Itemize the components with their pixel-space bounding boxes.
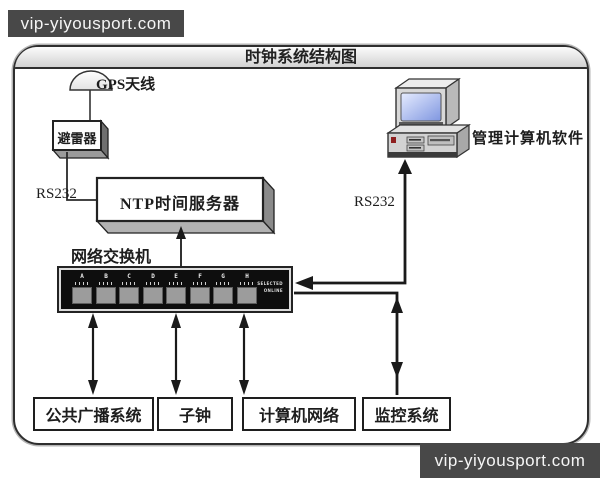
management-pc-label: 管理计算机软件 (472, 131, 585, 147)
port-jack (72, 287, 92, 304)
switch-to-subclock-arrow (171, 313, 181, 395)
ntp-server-label: NTP时间服务器 (119, 196, 240, 213)
diagram-title: 时钟系统结构图 (244, 49, 357, 66)
switch-panel-text-online: ONLINE (263, 288, 283, 293)
port-letter: E (174, 273, 178, 280)
arrester-to-ntp-line (66, 152, 96, 201)
rs232-left-label: RS232 (36, 186, 77, 202)
port-jack (143, 287, 163, 304)
switch-port-b: B (95, 270, 117, 309)
port-letter: B (104, 273, 108, 280)
gps-antenna-icon (69, 70, 113, 121)
switch-to-network-arrow (239, 313, 249, 395)
switch-port-c: C (118, 270, 140, 309)
port-jack (190, 287, 210, 304)
computer-network-box: 计算机网络 (242, 397, 356, 431)
gps-antenna-label: GPS天线 (96, 77, 156, 93)
diagram-title-bar: 时钟系统结构图 (15, 47, 587, 69)
pc-to-switch-arrow (295, 159, 412, 290)
port-indicator-marks (169, 282, 183, 285)
port-letter: A (80, 273, 84, 280)
switch-to-broadcast-arrow (88, 313, 98, 395)
port-letter: D (151, 273, 155, 280)
switch-port-e: E (165, 270, 187, 309)
port-letter: H (245, 273, 249, 280)
port-jack (96, 287, 116, 304)
monitoring-system-box: 监控系统 (362, 397, 451, 431)
port-indicator-marks (122, 282, 136, 285)
diagram-frame: 时钟系统结构图 (13, 45, 589, 445)
sub-clock-box: 子钟 (157, 397, 233, 431)
port-indicator-marks (75, 282, 89, 285)
port-jack (213, 287, 233, 304)
switch-panel-text-selected: SELECTED (257, 281, 283, 286)
port-indicator-marks (99, 282, 113, 285)
switch-to-ntp-arrow (176, 226, 186, 268)
port-letter: C (127, 273, 131, 280)
network-switch-label: 网络交换机 (71, 249, 152, 266)
switch-port-h: H (236, 270, 258, 309)
port-letter: F (198, 273, 202, 280)
port-jack (119, 287, 139, 304)
switch-port-g: G (212, 270, 234, 309)
rs232-right-label: RS232 (354, 194, 395, 210)
port-indicator-marks (216, 282, 230, 285)
public-broadcast-system-box: 公共广播系统 (33, 397, 154, 431)
arrester-label: 避雷器 (57, 131, 97, 146)
port-indicator-marks (146, 282, 160, 285)
port-jack (166, 287, 186, 304)
switch-port-a: A (71, 270, 93, 309)
network-switch-device: A B C D E F G (59, 268, 291, 311)
watermark-bottom: vip-yiyousport.com (420, 443, 600, 478)
port-jack (237, 287, 257, 304)
switch-port-d: D (142, 270, 164, 309)
switch-to-monitoring-arrow (294, 291, 403, 395)
switch-port-f: F (189, 270, 211, 309)
watermark-top: vip-yiyousport.com (8, 10, 184, 37)
computer-icon (386, 77, 471, 159)
port-indicator-marks (240, 282, 254, 285)
port-letter: G (221, 273, 225, 280)
ntp-server-box-icon (95, 176, 276, 235)
port-indicator-marks (193, 282, 207, 285)
